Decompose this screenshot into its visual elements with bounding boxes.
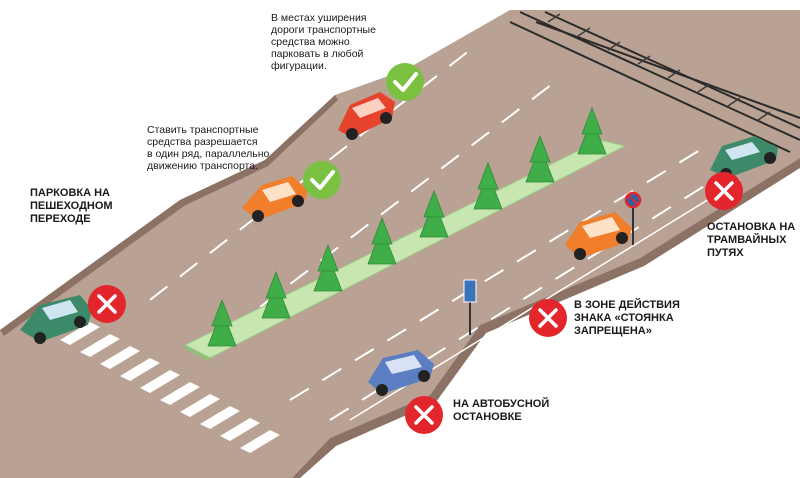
note-widening: В местах уширения дороги транспортные ср… <box>271 12 376 72</box>
median-trees <box>207 106 607 347</box>
road-edge-bottom <box>292 158 800 478</box>
label-tram: ОСТАНОВКА НА ТРАМВАЙНЫХ ПУТЯХ <box>707 221 796 259</box>
label-bus-stop: НА АВТОБУСНОЙ ОСТАНОВКЕ <box>453 398 550 423</box>
median-curb <box>185 345 210 362</box>
tram-tracks <box>509 11 800 153</box>
car-parallel <box>242 176 308 222</box>
car-no-parking <box>565 212 632 260</box>
cross-icon <box>88 285 126 323</box>
no-parking-sign <box>624 191 642 245</box>
median-strip <box>183 139 627 359</box>
car-crosswalk <box>20 295 92 344</box>
cross-icon <box>705 172 743 210</box>
check-icon <box>386 63 424 101</box>
car-bus-stop <box>368 350 434 396</box>
crosswalk <box>60 322 280 453</box>
note-parallel: Ставить транспортные средства разрешаетс… <box>147 124 270 172</box>
tram-sleepers <box>547 13 771 121</box>
cross-icon <box>529 299 567 337</box>
car-widening <box>338 92 395 140</box>
bus-stop-sign <box>463 279 477 335</box>
label-no-parking-sign: В ЗОНЕ ДЕЙСТВИЯ ЗНАКА «СТОЯНКА ЗАПРЕЩЕНА… <box>574 299 680 337</box>
label-crosswalk: ПАРКОВКА НА ПЕШЕХОДНОМ ПЕРЕХОДЕ <box>30 187 113 225</box>
cross-icon <box>405 396 443 434</box>
check-icon <box>303 161 341 199</box>
road-edge <box>0 95 338 336</box>
